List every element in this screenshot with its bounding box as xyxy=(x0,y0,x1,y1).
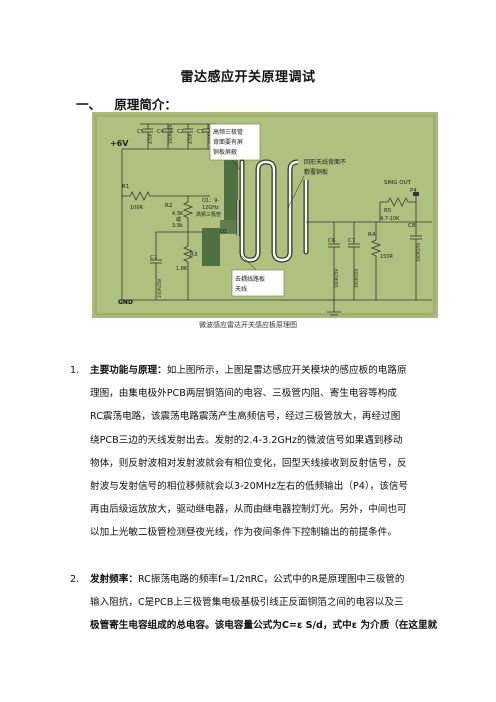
paragraph-line: 射波与发射信号的相位移频就会以3-20MHz左右的低频输出（P4），该信号 xyxy=(90,481,409,493)
svg-text:1.8K: 1.8K xyxy=(176,266,188,272)
svg-text:R3: R3 xyxy=(190,252,198,258)
svg-text:C1: C1 xyxy=(150,255,157,261)
note-shield-text: 高频三极管背面要有屏铜板屏蔽 xyxy=(213,128,243,156)
paragraph-line: 发射频率：RC振荡电路的频率f=1/2πRC，公式中的R是原理图中三极管的 xyxy=(90,574,405,585)
svg-text:P4: P4 xyxy=(410,188,417,194)
paragraph-line: RC震荡电路，该震荡电路震荡产生高频信号，经过三极管放大，再经过图 xyxy=(90,411,401,423)
svg-text:C5: C5 xyxy=(137,129,144,135)
paragraph-number: 1. xyxy=(70,365,80,376)
section-title: 原理简介： xyxy=(114,97,177,112)
svg-text:100P/25V: 100P/25V xyxy=(334,269,339,288)
paragraph-label: 发射频率： xyxy=(90,574,138,585)
svg-text:C8: C8 xyxy=(408,223,416,229)
note-decouple-box xyxy=(231,269,285,297)
paragraph-line: 绕PCB三边的天线发射出去。发射的2.4-3.2GHz的微波信号如果遇到移动 xyxy=(90,434,403,446)
svg-text:100P/25V: 100P/25V xyxy=(354,269,359,288)
svg-text:100P/25V: 100P/25V xyxy=(416,243,421,262)
schematic-diagram: +6V C5 C4 C2 C3 470P 100P/25V 470P 100P/… xyxy=(92,112,438,318)
paragraph-line: 以加上光敏二极管检测昼夜光线，作为夜间条件下控制输出的前提条件。 xyxy=(90,527,397,539)
svg-text:C6: C6 xyxy=(328,238,336,244)
svg-text:R2: R2 xyxy=(165,203,172,209)
paragraph-frequency: 2. 发射频率：RC振荡电路的频率f=1/2πRC，公式中的R是原理图中三极管的… xyxy=(70,568,446,638)
paragraph-line: 再由后级运放放大，驱动继电器，从而由继电器控制灯光。另外，中间也可 xyxy=(90,504,407,516)
vcc-label: +6V xyxy=(110,139,129,148)
svg-text:470P: 470P xyxy=(148,133,153,144)
svg-text:R1: R1 xyxy=(122,184,129,190)
collector-copper xyxy=(224,160,238,224)
svg-text:Q1: Q1 xyxy=(220,229,227,235)
svg-text:150R: 150R xyxy=(380,254,394,260)
svg-text:4.7-10K: 4.7-10K xyxy=(380,216,400,222)
section-number: 一、 xyxy=(76,97,102,112)
svg-text:470P: 470P xyxy=(188,133,193,144)
paragraph-line: 物体，则反射波相对发射波就会有相位变化，回型天线接收到反射信号，反 xyxy=(90,457,407,469)
svg-text:R5: R5 xyxy=(384,208,392,214)
svg-text:R4: R4 xyxy=(368,232,376,238)
note-decouple-text: 去耦线路板天线 xyxy=(235,275,265,293)
paragraph-line: 理图，由集电极外PCB两层铜箔间的电容、三极管内阻、寄生电容等构成 xyxy=(90,388,397,400)
section-heading: 一、 原理简介： xyxy=(76,94,177,113)
svg-text:100R: 100R xyxy=(130,205,144,211)
paragraph-label: 主要功能与原理： xyxy=(90,365,167,376)
svg-text:C2: C2 xyxy=(177,129,184,135)
paragraph-principle: 1. 主要功能与原理：如上图所示，上图是雷达感应开关模块的感应板的电路原 理图，… xyxy=(70,359,446,545)
svg-text:C3: C3 xyxy=(197,129,204,135)
gnd-label: GND xyxy=(118,299,133,306)
paragraph-line: 输入阻抗，C是PCB上三极管集电极基极引线正反面铜箔之间的电容以及三 xyxy=(90,597,404,609)
svg-text:C7: C7 xyxy=(348,238,356,244)
sing-out-label: SING OUT xyxy=(384,180,412,186)
note-antenna-text: 回形天线背面不敷覆铜板 xyxy=(304,158,346,176)
document-title: 雷达感应开关原理调试 xyxy=(180,70,316,85)
paragraph-line: 主要功能与原理：如上图所示，上图是雷达感应开关模块的感应板的电路原 xyxy=(90,365,407,376)
svg-text:C4: C4 xyxy=(157,129,164,135)
figure-caption: 微波感应雷达开关感应板原理图 xyxy=(199,321,297,329)
paragraph-number: 2. xyxy=(70,574,80,585)
emitter-copper xyxy=(202,228,220,266)
note-shield-box xyxy=(209,123,261,161)
paragraph-line: 极管寄生电容组成的总电容。该电容量公式为C=ε S/d，式中ε 为介质（在这里就 xyxy=(90,620,438,632)
svg-text:100P/25V: 100P/25V xyxy=(168,125,173,144)
svg-text:100P/25V: 100P/25V xyxy=(157,279,162,298)
